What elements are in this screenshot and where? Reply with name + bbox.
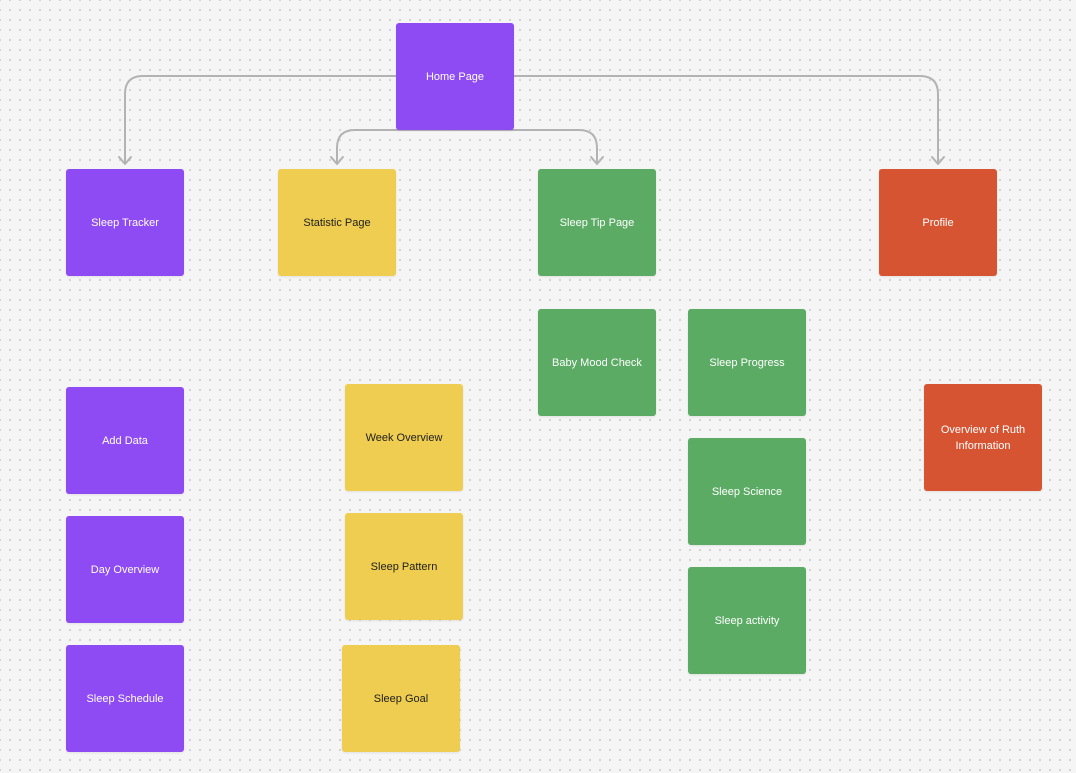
connector-home-to-sleep-tracker[interactable] [124,75,397,164]
connector-home-to-profile[interactable] [513,75,939,164]
sticky-overview-of-ruth-information[interactable]: Overview of Ruth Information [924,384,1042,491]
sticky-sleep-science[interactable]: Sleep Science [688,438,806,545]
connector-home-to-sleep-tip-page[interactable] [454,129,598,164]
sticky-add-data[interactable]: Add Data [66,387,184,494]
sticky-sleep-goal-label: Sleep Goal [373,692,429,705]
sticky-home-page[interactable]: Home Page [396,23,514,130]
sticky-profile[interactable]: Profile [879,169,997,276]
sticky-sleep-goal[interactable]: Sleep Goal [342,645,460,752]
arrowhead-profile [931,156,945,165]
arrowhead-sleep-tracker [118,156,132,165]
sticky-profile-label: Profile [922,216,954,229]
sticky-sleep-tip-page[interactable]: Sleep Tip Page [538,169,656,276]
arrowhead-sleep-tip-page [590,156,604,165]
sticky-sleep-schedule[interactable]: Sleep Schedule [66,645,184,752]
sticky-sleep-science-label: Sleep Science [711,485,783,498]
sticky-baby-mood-check-label: Baby Mood Check [552,356,642,369]
arrowhead-statistic-page [330,156,344,165]
sticky-sleep-progress-label: Sleep Progress [709,356,785,369]
sticky-overview-of-ruth-information-label: Overview of Ruth Information [940,423,1026,452]
sticky-sleep-tracker[interactable]: Sleep Tracker [66,169,184,276]
sticky-week-overview-label: Week Overview [365,431,443,444]
sticky-sleep-progress[interactable]: Sleep Progress [688,309,806,416]
sticky-sleep-tracker-label: Sleep Tracker [91,216,159,229]
sticky-sleep-schedule-label: Sleep Schedule [86,692,164,705]
sticky-sleep-activity-label: Sleep activity [714,614,780,627]
sticky-day-overview-label: Day Overview [90,563,160,576]
sticky-baby-mood-check[interactable]: Baby Mood Check [538,309,656,416]
sticky-statistic-page-label: Statistic Page [303,216,371,229]
sticky-home-page-label: Home Page [425,70,485,83]
sticky-day-overview[interactable]: Day Overview [66,516,184,623]
sticky-week-overview[interactable]: Week Overview [345,384,463,491]
sticky-sleep-tip-page-label: Sleep Tip Page [559,216,635,229]
sticky-statistic-page[interactable]: Statistic Page [278,169,396,276]
connector-home-to-statistic-page[interactable] [336,128,456,164]
sticky-sleep-pattern-label: Sleep Pattern [370,560,438,573]
sticky-sleep-activity[interactable]: Sleep activity [688,567,806,674]
sticky-add-data-label: Add Data [102,434,148,447]
sticky-sleep-pattern[interactable]: Sleep Pattern [345,513,463,620]
